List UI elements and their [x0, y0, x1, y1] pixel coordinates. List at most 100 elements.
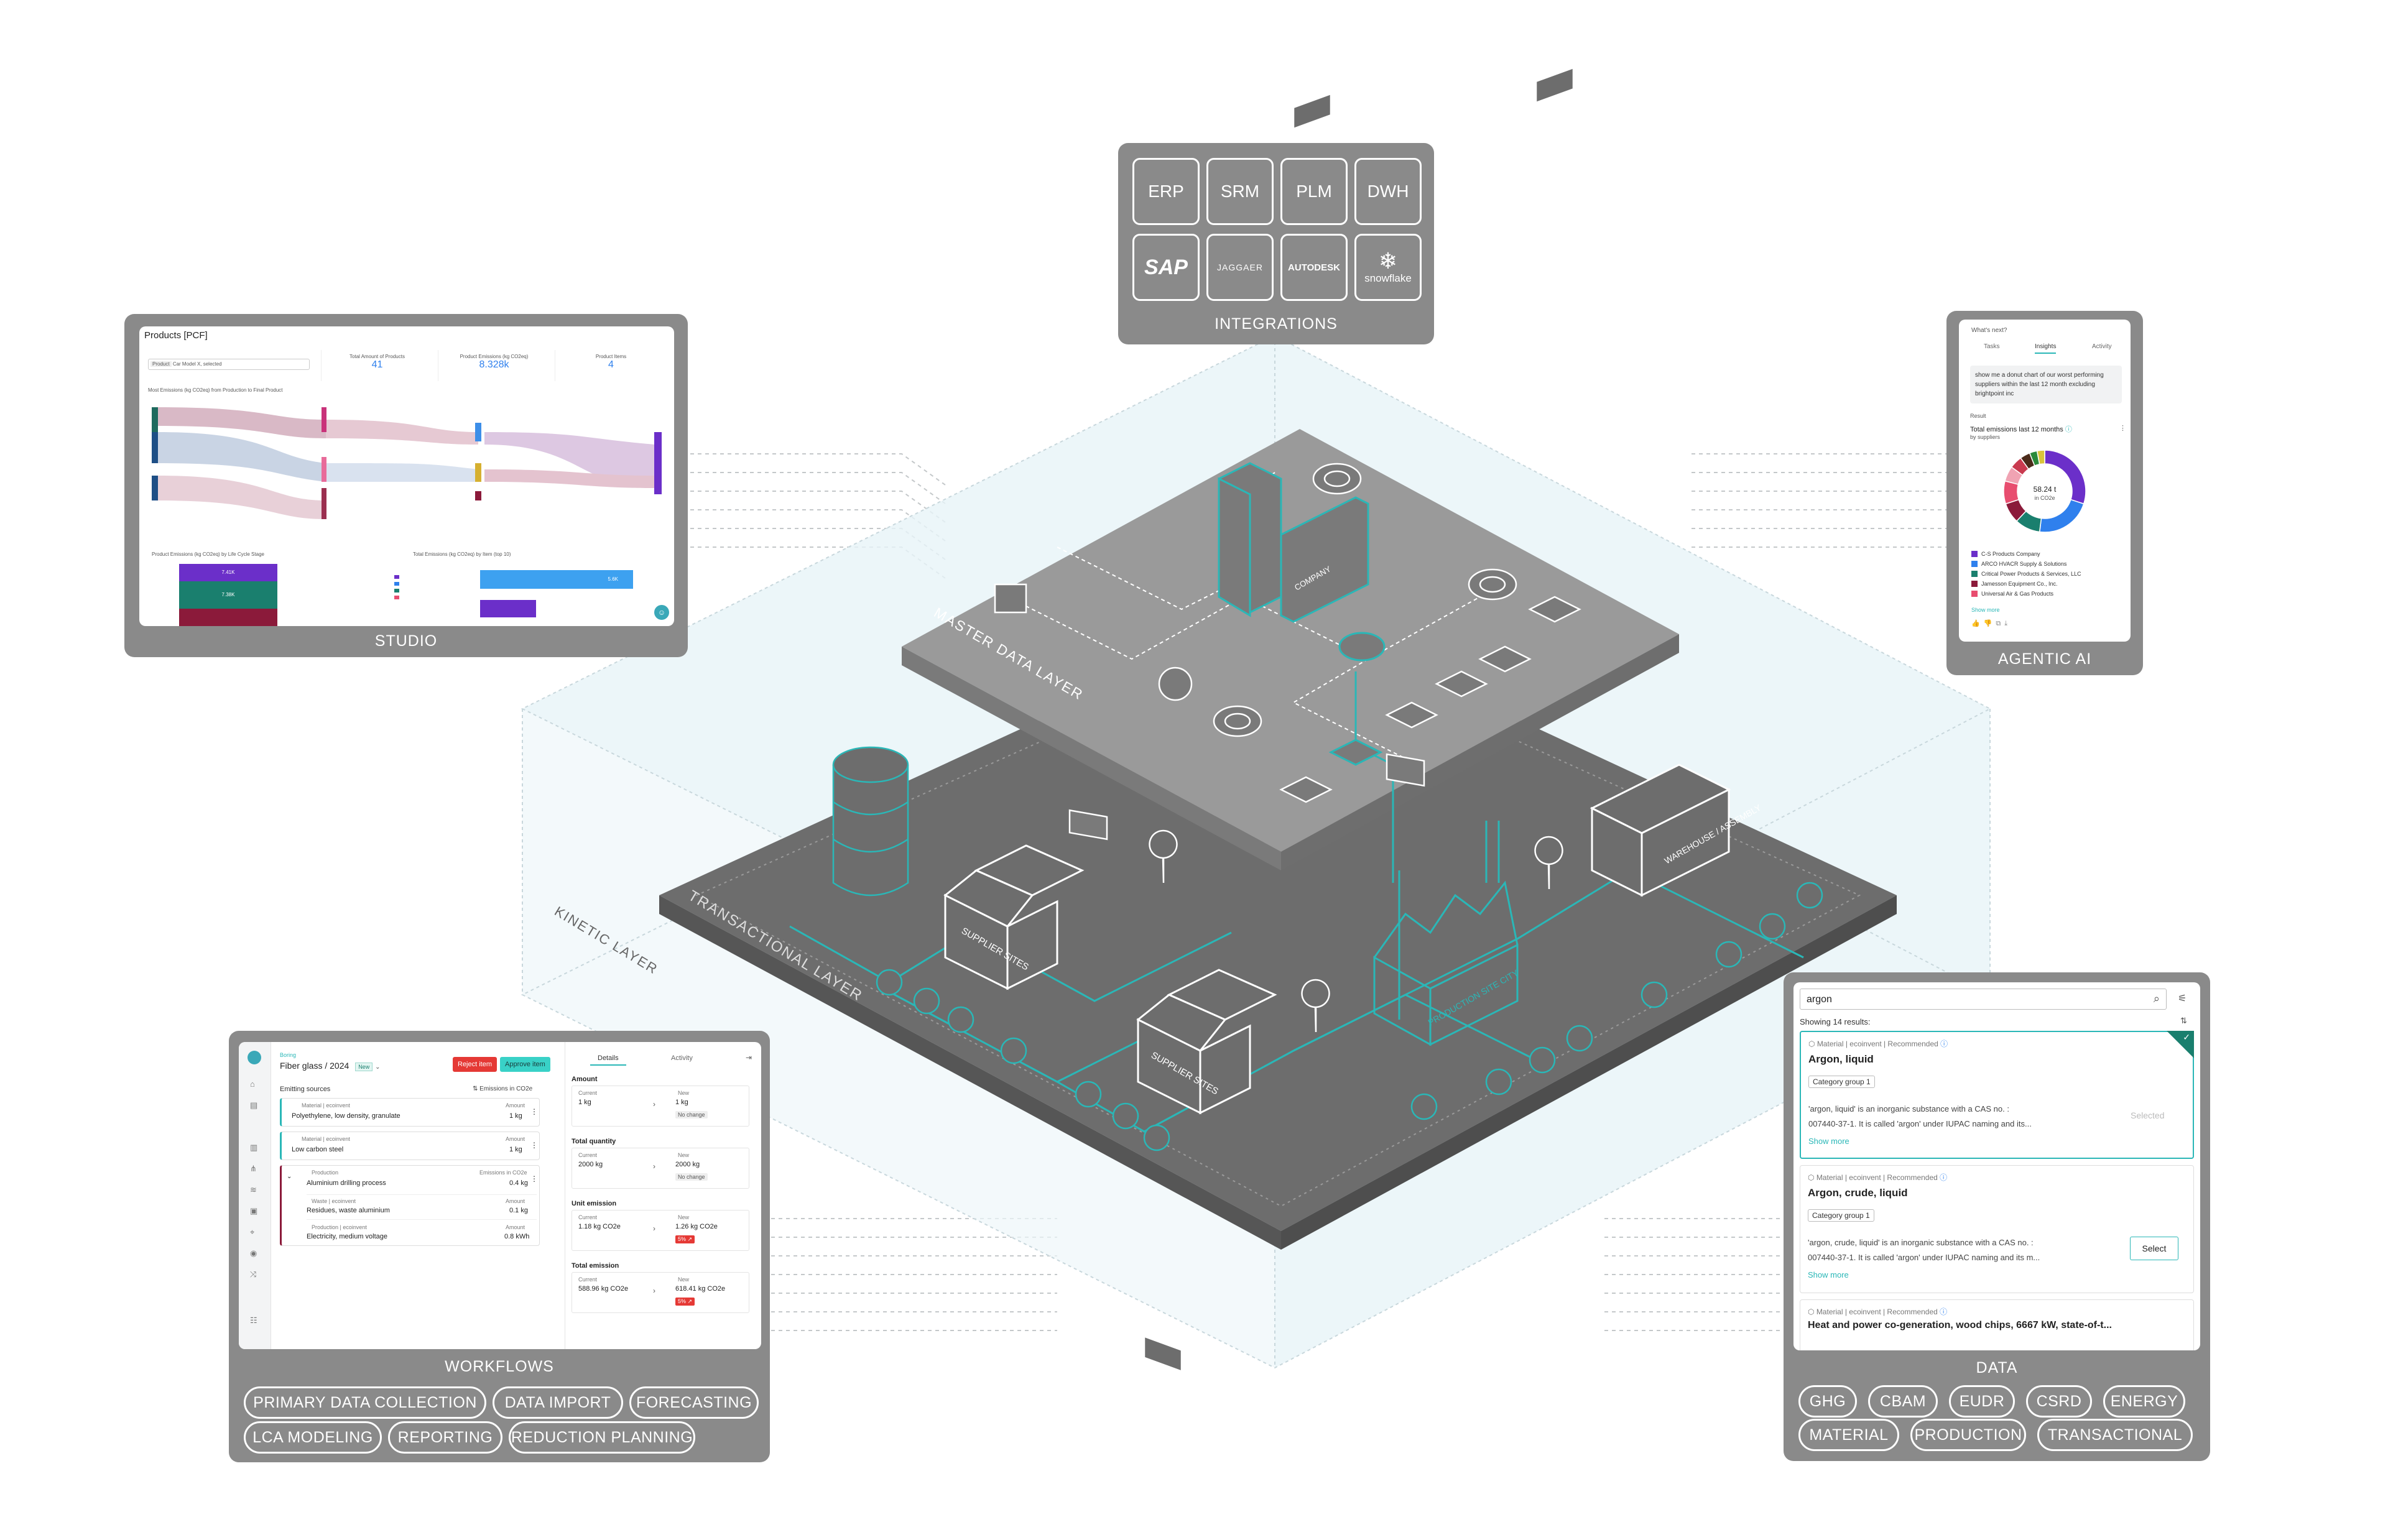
pill-transactional[interactable]: TRANSACTIONAL: [2037, 1419, 2193, 1451]
thumb-down-icon[interactable]: 👎: [1983, 620, 1996, 627]
collapse-pane-icon[interactable]: ⇥: [746, 1053, 752, 1062]
hierarchy-icon[interactable]: ⋔: [250, 1164, 257, 1173]
page-title: Products [PCF]: [144, 330, 208, 341]
flow-icon[interactable]: ⤨: [250, 1270, 257, 1279]
change-badge: No change: [675, 1173, 708, 1181]
pill-primary-data-collection[interactable]: PRIMARY DATA COLLECTION: [244, 1386, 486, 1419]
thumb-up-icon[interactable]: 👍: [1971, 620, 1984, 627]
menu-icon[interactable]: ⋮: [2119, 425, 2126, 432]
approve-button[interactable]: Approve item: [500, 1057, 550, 1072]
layers-icon[interactable]: ≋: [250, 1185, 257, 1194]
logo-icon: [248, 1051, 261, 1064]
kpi-2: Product Emissions (kg CO2eq) 8.328k: [438, 350, 550, 381]
pill-cbam[interactable]: CBAM: [1868, 1385, 1938, 1418]
search-value: argon: [1807, 994, 1832, 1005]
source-row-2[interactable]: Material | ecoinvent Low carbon steel Am…: [280, 1132, 540, 1160]
dwh-box[interactable]: DWH: [1354, 158, 1422, 225]
row-menu-icon[interactable]: ⋮: [530, 1174, 538, 1183]
show-more-link[interactable]: Show more: [1808, 1270, 1849, 1279]
pill-csrd[interactable]: CSRD: [2026, 1385, 2092, 1418]
bar-right-2: [480, 600, 536, 617]
tab-activity[interactable]: Activity: [2092, 343, 2112, 350]
change-badge: 5% ↗: [675, 1298, 695, 1306]
plm-box[interactable]: PLM: [1280, 158, 1348, 225]
detail-title: Unit emission: [572, 1200, 617, 1207]
legend-item: Critical Power Products & Services, LLC: [1971, 571, 2081, 577]
select-button[interactable]: Select: [2130, 1237, 2178, 1260]
row-menu-icon[interactable]: ⋮: [530, 1141, 538, 1150]
pill-material[interactable]: MATERIAL: [1798, 1419, 1899, 1451]
search-icon[interactable]: ⌕: [2153, 992, 2160, 1005]
item-title: Fiber glass / 2024 New ⌄: [280, 1061, 381, 1071]
home-icon[interactable]: ⌂: [250, 1079, 255, 1089]
box-icon[interactable]: ▣: [250, 1206, 258, 1215]
pill-reduction-planning[interactable]: REDUCTION PLANNING: [509, 1421, 695, 1454]
workflows-panel: ⌂ ▤ ▥ ⋔ ≋ ▣ ⌖ ◉ ⤨ ☷ Boring Fiber glass /…: [229, 1031, 770, 1462]
row-menu-icon[interactable]: ⋮: [530, 1107, 538, 1116]
collapse-icon[interactable]: ⌄: [287, 1173, 292, 1180]
studio-screen: Products [PCF] Product Car Model X, sele…: [139, 326, 674, 626]
result-card-3[interactable]: ⬡ Material | ecoinvent | Recommended ⓘ H…: [1800, 1299, 2194, 1350]
donut-slice[interactable]: [2036, 450, 2045, 465]
source-row-3[interactable]: ⌄ Production Aluminium drilling process …: [280, 1165, 540, 1246]
result-card-2[interactable]: ⬡ Material | ecoinvent | Recommended ⓘ A…: [1800, 1165, 2194, 1293]
legend-left: [394, 575, 399, 599]
pill-reporting[interactable]: REPORTING: [388, 1421, 502, 1454]
result-card-1[interactable]: ✓ ⬡ Material | ecoinvent | Recommended ⓘ…: [1800, 1031, 2194, 1159]
tab-tasks[interactable]: Tasks: [1984, 343, 2000, 350]
tab-details[interactable]: Details: [590, 1054, 626, 1066]
breadcrumb[interactable]: Boring: [280, 1052, 297, 1058]
autodesk-logo: AUTODESK: [1280, 234, 1348, 301]
show-more-link[interactable]: Show more: [1971, 607, 2000, 613]
sort-control[interactable]: ⇅ Emissions in CO2e: [473, 1086, 533, 1092]
arrow-right-icon: ›: [653, 1100, 655, 1109]
sort-icon[interactable]: ⇅: [2180, 1016, 2187, 1025]
pill-production[interactable]: PRODUCTION: [1910, 1419, 2026, 1451]
erp-box[interactable]: ERP: [1132, 158, 1200, 225]
donut-slice[interactable]: [2039, 499, 2085, 533]
result-meta: ⬡ Material | ecoinvent | Recommended ⓘ: [1808, 1173, 1948, 1182]
sankey-caption: Most Emissions (kg CO2eq) from Productio…: [148, 387, 283, 393]
product-filter[interactable]: Product Car Model X, selected: [148, 359, 310, 370]
pill-data-import[interactable]: DATA IMPORT: [493, 1386, 623, 1419]
download-icon[interactable]: ⤓: [2004, 620, 2012, 627]
change-badge: 5% ↗: [675, 1235, 695, 1243]
pill-lca-modeling[interactable]: LCA MODELING: [244, 1421, 382, 1454]
pill-eudr[interactable]: EUDR: [1949, 1385, 2015, 1418]
assistant-fab[interactable]: ☺: [654, 605, 669, 620]
arrow-right-icon: ›: [653, 1162, 655, 1171]
master-data-layer: MASTER DATA LAYER COMPANY: [902, 183, 1679, 883]
users-icon[interactable]: ☷: [250, 1316, 257, 1325]
dwh-label: DWH: [1367, 182, 1409, 201]
pill-forecasting[interactable]: FORECASTING: [629, 1386, 759, 1419]
copy-icon[interactable]: ⧉: [1996, 620, 2005, 627]
srm-box[interactable]: SRM: [1206, 158, 1274, 225]
snowflake-logo: ❄snowflake: [1354, 234, 1422, 301]
trucks: [1143, 67, 1575, 1373]
pin-icon[interactable]: ⌖: [250, 1227, 255, 1237]
search-input[interactable]: WORKFLOWS argon ⌕: [1800, 989, 2167, 1010]
chevron-down-icon[interactable]: ⌄: [375, 1064, 381, 1071]
srm-label: SRM: [1220, 182, 1260, 201]
show-more-link[interactable]: Show more: [1808, 1137, 1849, 1146]
results-count: Showing 14 results:: [1800, 1017, 1871, 1026]
filter-icon[interactable]: ⚟: [2178, 994, 2187, 1004]
tab-insights[interactable]: Insights: [2035, 343, 2057, 354]
location-pins: [1149, 829, 1563, 1033]
reject-button[interactable]: Reject item: [453, 1057, 497, 1072]
eye-icon[interactable]: ◉: [250, 1248, 257, 1258]
pill-ghg[interactable]: GHG: [1798, 1385, 1857, 1418]
bar-2: 7.38K: [179, 581, 277, 609]
jaggaer-logo: JAGGAER: [1206, 234, 1274, 301]
source-row-1[interactable]: Material | ecoinvent Polyethylene, low d…: [280, 1098, 540, 1127]
sankey-chart: [152, 407, 662, 519]
chart-icon[interactable]: ▥: [250, 1143, 258, 1152]
legend-item: Jamesson Equipment Co., Inc.: [1971, 581, 2081, 587]
info-icon: ⓘ: [2065, 426, 2072, 433]
tab-activity-wf[interactable]: Activity: [671, 1054, 693, 1062]
icon-rail: ⌂ ▤ ▥ ⋔ ≋ ▣ ⌖ ◉ ⤨ ☷: [239, 1042, 271, 1349]
pill-energy[interactable]: ENERGY: [2103, 1385, 2185, 1418]
report-icon[interactable]: ▤: [250, 1100, 258, 1110]
